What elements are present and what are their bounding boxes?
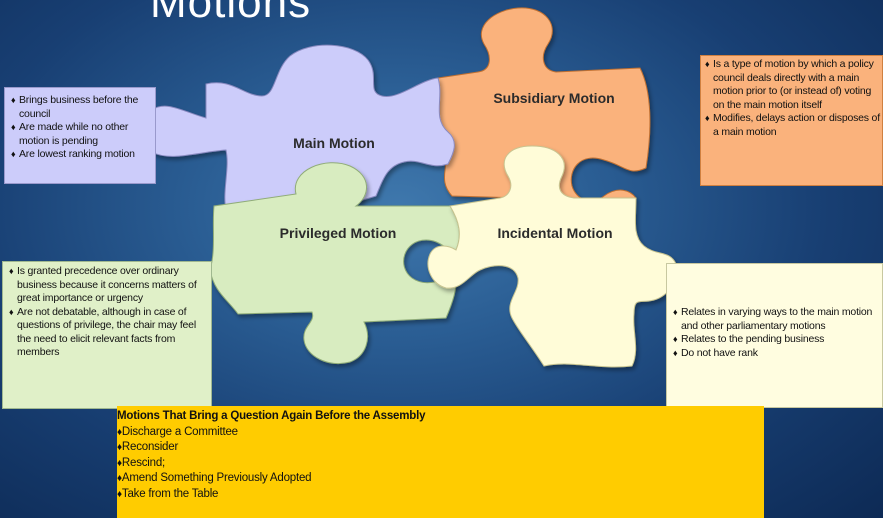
list-item: Brings business before the council xyxy=(9,94,151,121)
list-item: Are made while no other motion is pendin… xyxy=(9,121,151,148)
incidental-motion-label: Incidental Motion xyxy=(497,225,612,241)
list-item: Are lowest ranking motion xyxy=(9,148,151,162)
privileged-motion-description: Is granted precedence over ordinary busi… xyxy=(2,261,212,409)
list-item: Is granted precedence over ordinary busi… xyxy=(7,265,207,306)
incidental-motion-description: Relates in varying ways to the main moti… xyxy=(666,263,883,408)
list-item: Take from the Table xyxy=(117,487,764,503)
main-motion-list: Brings business before the council Are m… xyxy=(9,94,151,162)
list-item: Discharge a Committee xyxy=(117,425,764,441)
list-item: Relates to the pending business xyxy=(671,333,878,347)
list-item: Rescind; xyxy=(117,456,764,472)
incidental-motion-list: Relates in varying ways to the main moti… xyxy=(671,306,878,360)
subsidiary-motion-list: Is a type of motion by which a policy co… xyxy=(703,58,880,139)
incidental-motion-piece xyxy=(427,145,678,368)
list-item: Is a type of motion by which a policy co… xyxy=(703,58,880,112)
main-motion-description: Brings business before the council Are m… xyxy=(4,87,156,184)
main-motion-label: Main Motion xyxy=(293,135,375,151)
subsidiary-motion-description: Is a type of motion by which a policy co… xyxy=(700,55,883,186)
list-item: Do not have rank xyxy=(671,347,878,361)
question-again-list: Discharge a Committee Reconsider Rescind… xyxy=(117,425,764,503)
privileged-motion-label: Privileged Motion xyxy=(280,225,397,241)
question-again-box: Motions That Bring a Question Again Befo… xyxy=(117,406,764,518)
list-item: Relates in varying ways to the main moti… xyxy=(671,306,878,333)
list-item: Modifies, delays action or disposes of a… xyxy=(703,112,880,139)
question-again-heading: Motions That Bring a Question Again Befo… xyxy=(117,410,426,422)
subsidiary-motion-label: Subsidiary Motion xyxy=(493,90,614,106)
list-item: Amend Something Previously Adopted xyxy=(117,471,764,487)
main-motion-piece xyxy=(141,44,455,213)
list-item: Reconsider xyxy=(117,440,764,456)
privileged-motion-list: Is granted precedence over ordinary busi… xyxy=(7,265,207,360)
list-item: Are not debatable, although in case of q… xyxy=(7,306,207,360)
slide-title: Motions xyxy=(150,0,312,27)
